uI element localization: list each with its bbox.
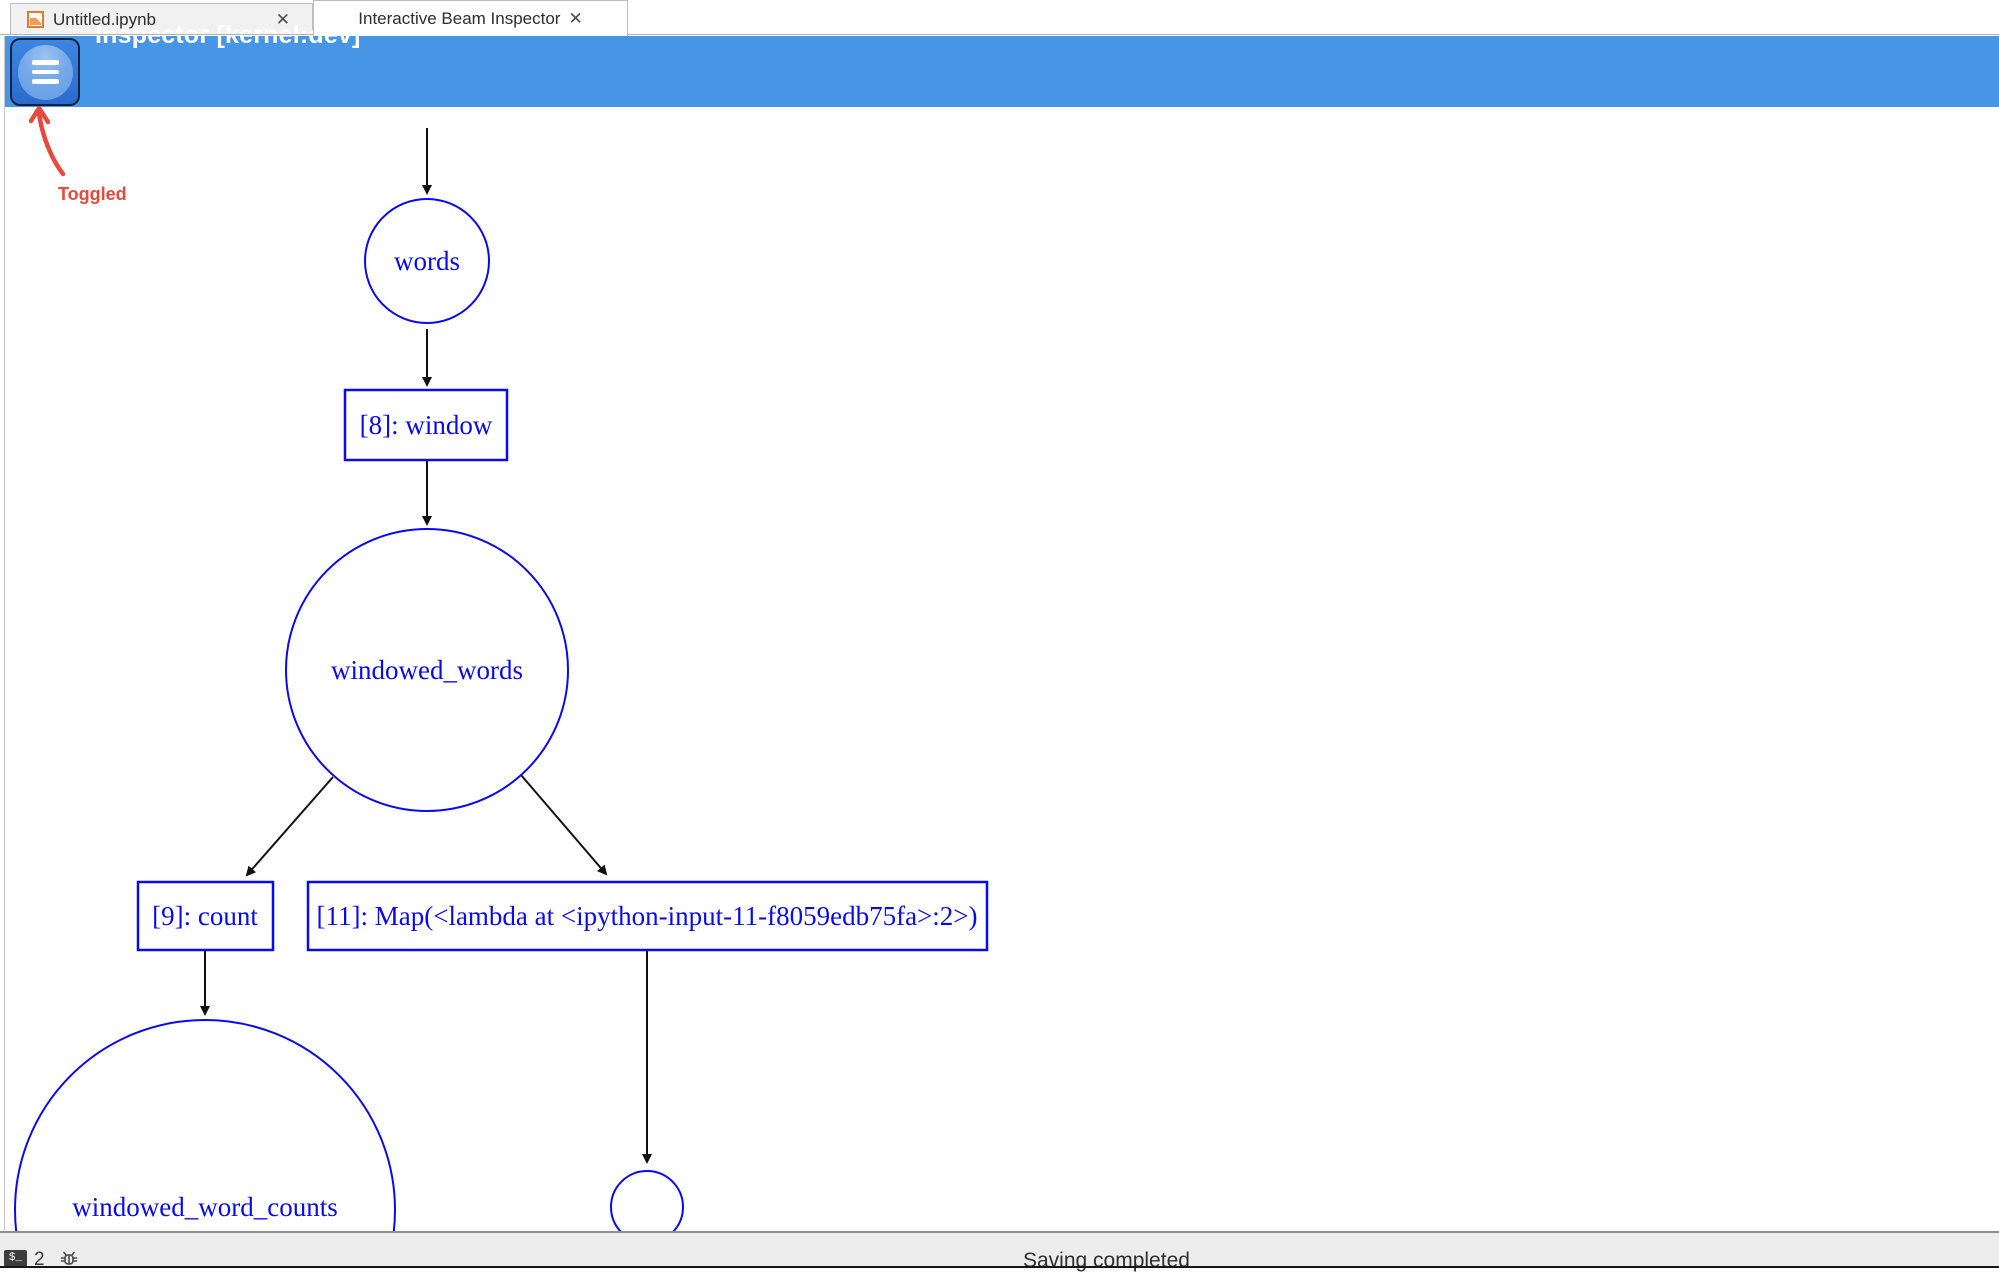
node-label: windowed_word_counts	[72, 1192, 337, 1222]
node-count[interactable]: [9]: count	[136, 880, 275, 952]
node-label: [11]: Map(<lambda at <ipython-input-11-f…	[317, 901, 978, 931]
edge-windowed-words-to-count	[245, 776, 334, 877]
kernel-session-count[interactable]: 2	[34, 1249, 45, 1270]
screen-bottom-edge	[0, 1266, 1999, 1268]
inspector-toolbar	[5, 36, 1999, 107]
hamburger-icon	[17, 44, 73, 100]
node-windowed-words[interactable]: windowed_words	[285, 528, 569, 812]
node-window[interactable]: [8]: window	[343, 388, 509, 462]
node-label: words	[394, 246, 460, 276]
status-message: Saving completed	[1023, 1249, 1190, 1272]
tab-interactive-beam-inspector[interactable]: Interactive Beam Inspector ✕	[313, 0, 628, 36]
node-map-lambda[interactable]: [11]: Map(<lambda at <ipython-input-11-f…	[306, 880, 989, 952]
node-label: [8]: window	[360, 410, 493, 440]
node-words[interactable]: words	[364, 198, 490, 324]
panel-left-border	[4, 36, 5, 1233]
tab-untitled-notebook[interactable]: Untitled.ipynb ✕	[10, 3, 313, 35]
toggled-annotation-label: Toggled	[58, 184, 127, 204]
node-windowed-word-counts[interactable]: windowed_word_counts	[14, 1019, 396, 1233]
tab-title: Interactive Beam Inspector	[358, 8, 561, 28]
debugger-bug-icon[interactable]	[59, 1249, 79, 1269]
close-tab-icon[interactable]: ✕	[568, 9, 583, 28]
menu-toggle-button[interactable]	[10, 38, 80, 106]
status-bar	[0, 1233, 1999, 1268]
edge-windowed-words-to-map	[520, 774, 608, 876]
close-tab-icon[interactable]: ✕	[275, 10, 290, 29]
terminal-icon[interactable]: $_	[4, 1250, 27, 1267]
content-bottom-border	[0, 1231, 1999, 1233]
notebook-icon	[27, 11, 44, 28]
node-unlabeled-pcollection[interactable]	[610, 1170, 684, 1233]
pipeline-graph: words [8]: window windowed_words [9]: co…	[14, 128, 989, 1233]
tab-title: Untitled.ipynb	[53, 9, 157, 29]
tab-bar: Untitled.ipynb ✕ Interactive Beam Inspec…	[0, 0, 1999, 36]
tab-bar-border	[0, 34, 1999, 35]
node-label: windowed_words	[331, 655, 523, 685]
node-label: [9]: count	[152, 901, 258, 931]
